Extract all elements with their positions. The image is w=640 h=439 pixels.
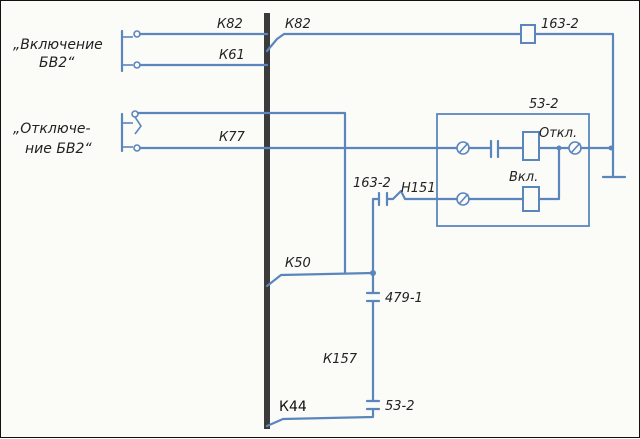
- label-h151: Н151: [401, 181, 436, 196]
- label-k157: К157: [323, 352, 358, 367]
- label-k77: К77: [219, 130, 246, 145]
- label-k44: К44: [279, 399, 307, 415]
- label-479-1: 479-1: [385, 291, 423, 306]
- on-button-label-1: „Включение: [13, 37, 103, 53]
- label-53-2-box: 53-2: [529, 97, 559, 112]
- box-53-2: [436, 113, 590, 227]
- label-vkl: Вкл.: [509, 170, 538, 185]
- k157-chain: [265, 271, 381, 428]
- label-53-2-bottom: 53-2: [385, 399, 415, 414]
- contact-163-2: [371, 189, 459, 275]
- label-k50: К50: [285, 256, 311, 271]
- label-163-2-top: 163-2: [541, 17, 579, 32]
- on-button-label-2: БВ2“: [39, 55, 75, 71]
- vkl-inner-path: [456, 146, 561, 212]
- label-k82-right: К82: [285, 17, 311, 32]
- on-button-symbol: [120, 29, 141, 73]
- off-button-label-2: ние БВ2“: [25, 141, 92, 157]
- off-button-label-1: „Отключе-: [13, 121, 91, 137]
- wire-off-upper: [136, 111, 347, 275]
- off-button-symbol: [120, 110, 142, 153]
- wire-right-return: [533, 32, 615, 179]
- label-k61: К61: [219, 48, 245, 63]
- label-163-2-contact: 163-2: [353, 176, 391, 191]
- relay-163-2-top: [520, 24, 536, 44]
- label-k82-left: К82: [217, 17, 243, 32]
- k77-inner-path: [456, 131, 615, 161]
- wire-k82-right: [265, 32, 523, 53]
- wire-k50: [265, 271, 375, 288]
- label-otkl: Откл.: [539, 126, 577, 141]
